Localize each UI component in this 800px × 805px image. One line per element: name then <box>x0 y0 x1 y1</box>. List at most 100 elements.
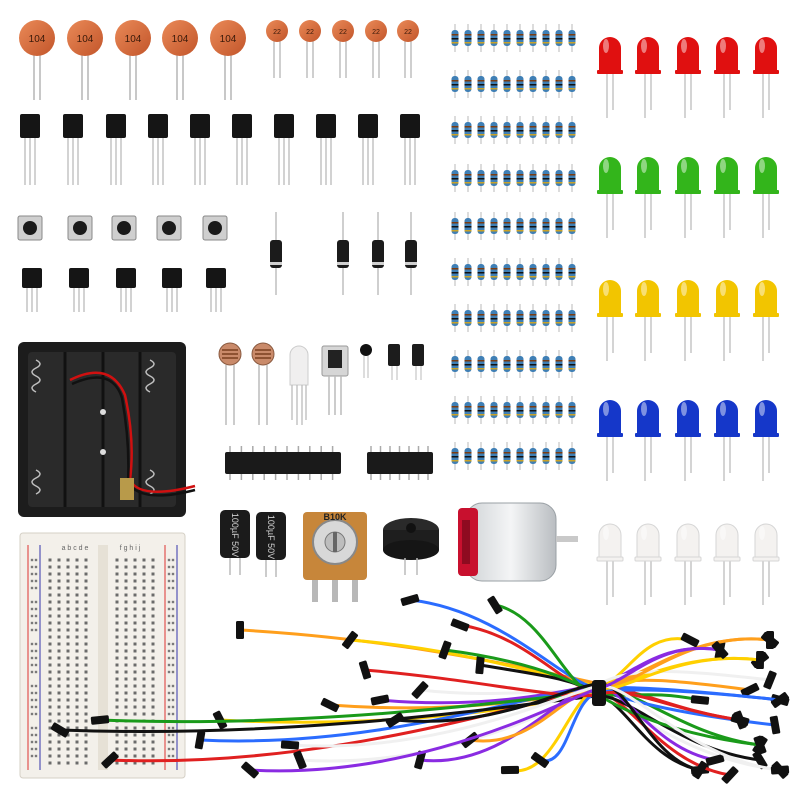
white-led <box>674 523 702 605</box>
capacitor-code: 104 <box>125 34 142 45</box>
yellow-led <box>714 280 740 361</box>
ceramic-capacitor-small: 22 <box>332 20 354 78</box>
transistor <box>316 114 336 185</box>
wire-connector <box>320 697 340 713</box>
red-led <box>635 37 661 118</box>
transistor <box>358 114 378 185</box>
wire-connector <box>752 750 768 770</box>
transistors-to92 <box>20 114 420 185</box>
blue-led <box>753 400 779 481</box>
transistor <box>232 114 252 185</box>
red-led <box>675 37 701 118</box>
breadboard-columns-left: a b c d e <box>62 545 89 552</box>
green-led <box>714 157 740 238</box>
tactile-button <box>111 215 137 241</box>
wire-connector <box>90 715 110 725</box>
breadboard-icon: a b c d e f g h i j <box>19 532 186 779</box>
resistor-row <box>451 350 576 378</box>
electrolytic-capacitors: 100µF 50V 100µF 50V <box>220 510 286 577</box>
resistor-row <box>451 304 576 332</box>
wire-connector <box>740 682 760 698</box>
resistor-row <box>451 70 576 98</box>
yellow-led <box>753 280 779 361</box>
capacitor-code: 104 <box>172 34 189 45</box>
wire-connector <box>487 595 503 615</box>
wire-connector <box>721 766 739 784</box>
resistor-grid <box>451 24 576 470</box>
blue-led <box>675 400 701 481</box>
wire-connector <box>280 740 300 750</box>
blue-led <box>714 400 740 481</box>
blue-led <box>635 400 661 481</box>
cable-tie <box>592 680 606 706</box>
wire-connector <box>101 751 119 769</box>
red-led <box>714 37 740 118</box>
tactile-button <box>17 215 43 241</box>
capacitor-code: 22 <box>404 29 412 36</box>
white-led <box>713 523 741 605</box>
ceramic-capacitor-small: 22 <box>365 20 387 78</box>
wire-connector <box>236 621 244 639</box>
regulator <box>69 268 89 312</box>
resistor-row <box>451 442 576 470</box>
battery-holder-icon <box>18 342 196 517</box>
diode <box>405 212 417 295</box>
wire-connector <box>50 722 70 738</box>
wire-connector <box>770 692 790 708</box>
wire-connector <box>414 750 426 770</box>
regulator <box>206 268 226 312</box>
white-led <box>596 523 624 605</box>
ceramic-capacitor: 104 <box>115 20 151 100</box>
dc-motor-icon <box>458 502 578 582</box>
wire-connector <box>411 681 429 699</box>
photoresistors <box>218 342 275 425</box>
wire-connector <box>293 750 307 770</box>
wire-connector <box>769 715 781 735</box>
wire-connector <box>692 760 708 780</box>
transistor <box>148 114 168 185</box>
wire-connector <box>530 752 550 768</box>
wire-connector <box>705 754 725 766</box>
capacitor-code: 104 <box>220 34 237 45</box>
blue-led <box>597 400 623 481</box>
green-led <box>675 157 701 238</box>
wire-connector <box>755 650 765 670</box>
capacitor-code: 104 <box>29 34 46 45</box>
regulator <box>22 268 42 312</box>
small-electrolytic-caps <box>360 344 424 380</box>
resistor-row <box>451 396 576 424</box>
potentiometer-label: B10K <box>323 512 347 522</box>
ceramic-capacitor: 104 <box>67 20 103 100</box>
resistor-row <box>451 258 576 286</box>
transistor <box>20 114 40 185</box>
led-grid <box>596 37 780 605</box>
white-led <box>752 523 780 605</box>
resistor-row <box>451 24 576 52</box>
jumper-wire <box>248 646 722 773</box>
ceramic-capacitor-small: 22 <box>397 20 419 78</box>
tactile-button <box>67 215 93 241</box>
yellow-led <box>597 280 623 361</box>
breadboard-columns-right: f g h i j <box>120 545 141 552</box>
rectifier-diodes <box>270 212 417 295</box>
yellow-led <box>675 280 701 361</box>
wire-connector <box>400 594 420 606</box>
wire-connector <box>341 631 359 649</box>
wire-connector <box>753 735 767 755</box>
wire-connector <box>370 694 390 706</box>
cap-label: 100µF 50V <box>230 513 240 557</box>
wire-connector <box>450 618 470 632</box>
jumper-wires <box>50 594 790 784</box>
wire-connector <box>475 655 485 675</box>
ceramic-capacitor: 104 <box>19 20 55 100</box>
diode <box>372 212 384 295</box>
capacitor-code: 22 <box>339 29 347 36</box>
transistor <box>274 114 294 185</box>
capacitor-code: 22 <box>273 29 281 36</box>
wire-connector <box>194 730 206 750</box>
regulators <box>22 268 226 312</box>
potentiometer-icon: B10K <box>303 512 367 602</box>
red-led <box>597 37 623 118</box>
resistor-row <box>451 164 576 192</box>
